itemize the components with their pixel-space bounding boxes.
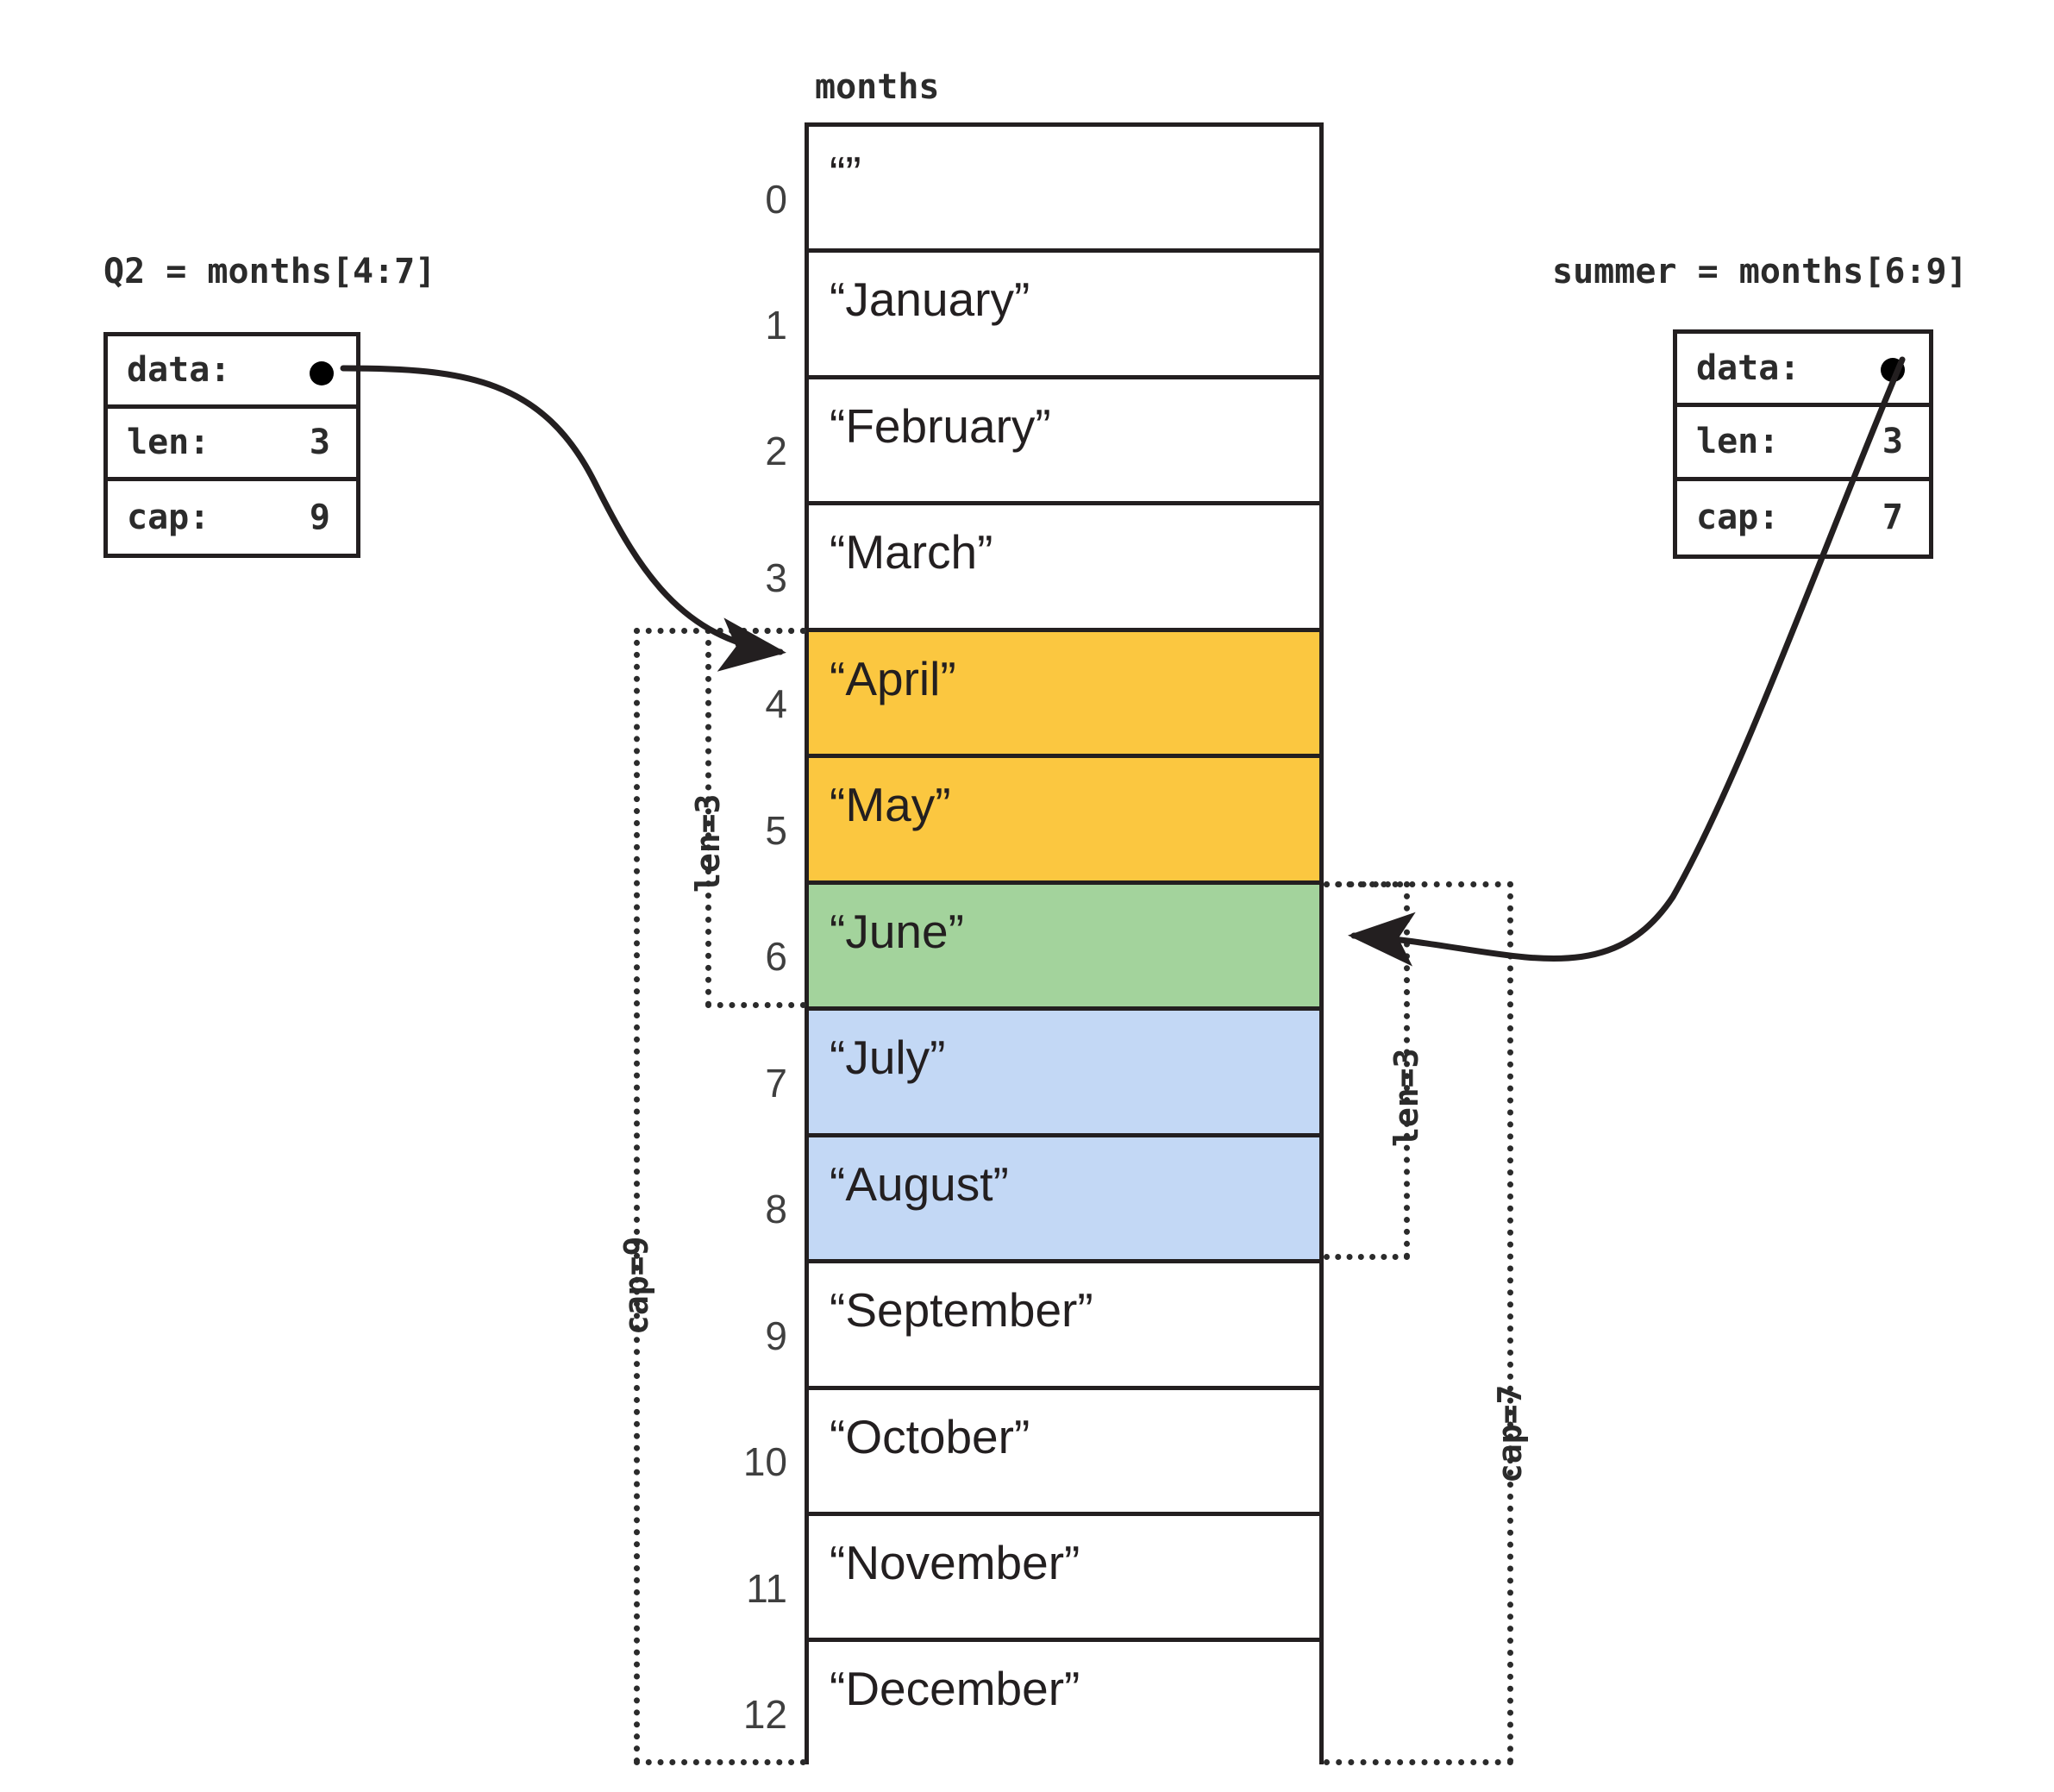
q2-len-bracket-top bbox=[705, 628, 806, 634]
q2-field-len-key: len: bbox=[127, 423, 210, 463]
array-cell-0[interactable]: “” bbox=[809, 127, 1319, 254]
array-cell-value-4: “April” bbox=[830, 651, 956, 705]
array-index-label-6: 6 bbox=[765, 934, 787, 980]
array-cell-value-6: “June” bbox=[830, 904, 964, 958]
array-index-label-12: 12 bbox=[742, 1692, 787, 1738]
summer-cap-bracket-vertical bbox=[1507, 881, 1513, 1764]
array-index-label-7: 7 bbox=[765, 1060, 787, 1106]
array-cell-value-9: “September” bbox=[830, 1283, 1093, 1338]
q2-cap-label: cap=9 bbox=[617, 1236, 655, 1335]
summer-len-bracket-bottom bbox=[1324, 1254, 1410, 1260]
array-index-label-9: 9 bbox=[765, 1313, 787, 1358]
summer-cap-bracket-top bbox=[1324, 881, 1513, 887]
q2-cap-bracket-bottom bbox=[634, 1759, 806, 1765]
q2-field-cap: cap: 9 bbox=[108, 481, 356, 554]
array-cell-value-10: “October” bbox=[830, 1409, 1030, 1463]
array-cell-9[interactable]: “September” bbox=[809, 1263, 1319, 1390]
q2-field-cap-value: 9 bbox=[309, 497, 330, 537]
array-cell-value-5: “May” bbox=[830, 778, 951, 832]
summer-caption: summer = months[6:9] bbox=[1552, 252, 1968, 291]
q2-len-bracket-vertical bbox=[705, 628, 711, 1007]
array-cell-3[interactable]: “March” bbox=[809, 505, 1319, 632]
summer-cap-bracket-bottom bbox=[1324, 1759, 1513, 1765]
q2-data-pointer-dot bbox=[310, 361, 334, 385]
months-array-title: months bbox=[815, 67, 940, 107]
array-index-label-11: 11 bbox=[746, 1565, 787, 1611]
array-cell-6[interactable]: “June” bbox=[809, 884, 1319, 1012]
array-cell-value-2: “February” bbox=[830, 398, 1051, 453]
array-index-label-4: 4 bbox=[765, 681, 787, 727]
array-cell-1[interactable]: “January” bbox=[809, 253, 1319, 379]
array-cell-value-8: “August” bbox=[830, 1156, 1009, 1211]
q2-slice-header: data: len: 3 cap: 9 bbox=[103, 332, 360, 558]
array-index-label-2: 2 bbox=[765, 429, 787, 474]
array-index-label-8: 8 bbox=[765, 1187, 787, 1232]
summer-len-label: len=3 bbox=[1387, 1048, 1425, 1147]
array-cell-7[interactable]: “July” bbox=[809, 1011, 1319, 1137]
array-cell-value-0: “” bbox=[830, 147, 861, 200]
array-cell-value-1: “January” bbox=[830, 273, 1030, 327]
q2-cap-bracket-vertical bbox=[634, 628, 640, 1764]
array-cell-11[interactable]: “November” bbox=[809, 1515, 1319, 1643]
q2-caption: Q2 = months[4:7] bbox=[103, 252, 436, 291]
array-cell-5[interactable]: “May” bbox=[809, 758, 1319, 885]
array-cell-2[interactable]: “February” bbox=[809, 379, 1319, 506]
q2-field-data-key: data: bbox=[127, 350, 231, 391]
q2-len-label: len=3 bbox=[689, 793, 727, 893]
array-cell-value-7: “July” bbox=[830, 1031, 946, 1085]
array-index-label-10: 10 bbox=[742, 1439, 787, 1485]
summer-cap-label: cap=7 bbox=[1491, 1384, 1529, 1483]
array-cell-value-11: “November” bbox=[830, 1535, 1080, 1589]
array-index-label-1: 1 bbox=[765, 302, 787, 348]
summer-len-bracket-vertical bbox=[1404, 881, 1410, 1259]
array-cell-4[interactable]: “April” bbox=[809, 631, 1319, 759]
months-array: “” “January” “February” “March” “April” “May”… bbox=[805, 122, 1324, 1769]
q2-field-cap-key: cap: bbox=[127, 497, 210, 537]
array-cell-value-3: “March” bbox=[830, 525, 993, 580]
array-cell-value-12: “December” bbox=[830, 1662, 1080, 1716]
array-index-label-3: 3 bbox=[765, 555, 787, 600]
q2-field-len: len: 3 bbox=[108, 409, 356, 481]
q2-field-len-value: 3 bbox=[309, 423, 330, 463]
q2-field-data: data: bbox=[108, 336, 356, 409]
array-index-label-0: 0 bbox=[765, 176, 787, 222]
array-cell-8[interactable]: “August” bbox=[809, 1137, 1319, 1264]
array-cell-10[interactable]: “October” bbox=[809, 1389, 1319, 1516]
q2-len-bracket-bottom bbox=[705, 1002, 806, 1008]
array-cell-12[interactable]: “December” bbox=[809, 1642, 1319, 1769]
array-index-label-5: 5 bbox=[765, 807, 787, 853]
